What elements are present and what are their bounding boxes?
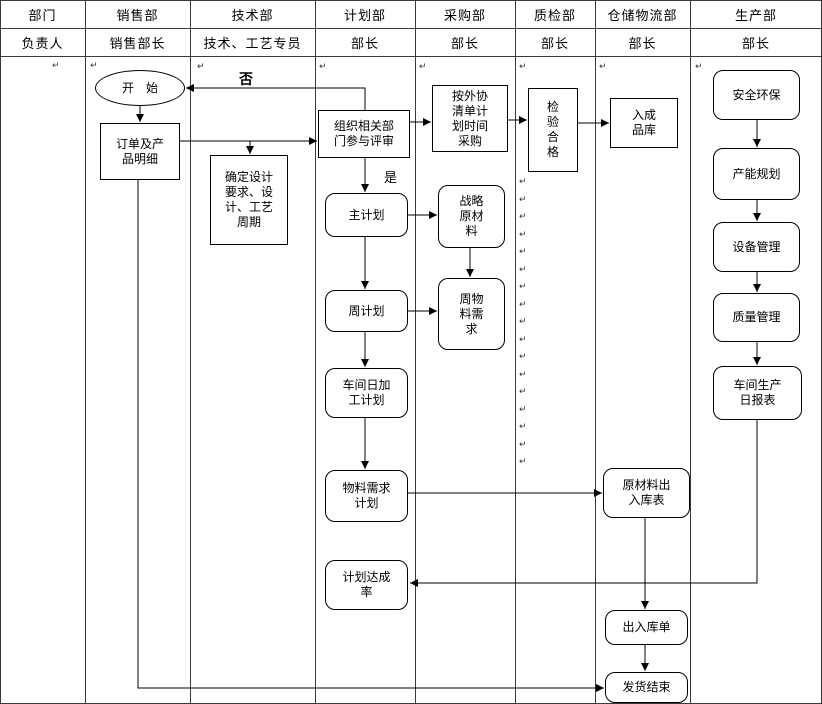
header-owner-sales: 销售部长: [109, 35, 166, 51]
flow-node-shipping-end[interactable]: 发货结束: [605, 672, 688, 703]
branch-label-no: 否: [239, 71, 253, 87]
flow-node-strategic-material[interactable]: 战略 原材 料: [438, 185, 505, 248]
header-dept-tech: 技术部: [231, 7, 274, 23]
flow-node-outsource-purchase[interactable]: 按外协 清单计 划时间 采购: [432, 85, 508, 152]
flow-node-plan-achievement-rate[interactable]: 计划达成 率: [325, 560, 408, 610]
flow-node-weekly-plan[interactable]: 周计划: [325, 290, 408, 332]
header-owner-tech: 技术、工艺专员: [203, 35, 302, 51]
header-owner-purchasing: 部长: [450, 35, 479, 51]
flow-node-inspection-pass[interactable]: 检 验 合 格: [528, 88, 578, 172]
flow-node-label: 周计划: [348, 303, 385, 318]
flow-node-daily-plan[interactable]: 车间日加 工计划: [325, 368, 408, 418]
flow-node-design-requirements[interactable]: 确定设计 要求、设 计、工艺 周期: [210, 155, 288, 245]
branch-label-yes: 是: [384, 170, 398, 185]
flow-node-label: 计划达成 率: [342, 570, 391, 599]
flow-node-io-slip[interactable]: 出入库单: [605, 610, 688, 645]
flow-node-raw-material-io-table[interactable]: 原材料出 入库表: [603, 468, 690, 518]
flow-node-start[interactable]: 开 始: [95, 70, 185, 106]
flow-node-quality-management[interactable]: 质量管理: [713, 293, 800, 342]
flow-node-label: 发货结束: [622, 680, 671, 694]
flow-node-label: 产能规划: [732, 166, 781, 181]
flow-node-label: 按外协 清单计 划时间 采购: [451, 88, 488, 148]
flow-node-label: 订单及产 品明细: [115, 136, 164, 166]
header-owner-warehouse: 部长: [628, 35, 657, 51]
header-owner-production: 部长: [741, 35, 770, 51]
flow-node-label: 安全环保: [732, 87, 781, 102]
flow-node-label: 战略 原材 料: [459, 194, 484, 238]
flow-node-label: 检 验 合 格: [546, 100, 559, 159]
header-owner-label: 负责人: [21, 35, 64, 51]
flow-node-label: 主计划: [348, 207, 385, 222]
flow-node-label: 入成 品库: [631, 108, 656, 137]
flow-node-master-plan[interactable]: 主计划: [325, 193, 408, 237]
flow-node-label: 确定设计 要求、设 计、工艺 周期: [224, 170, 273, 229]
flow-node-label: 车间生产 日报表: [733, 378, 782, 407]
header-dept-sales: 销售部: [116, 7, 159, 23]
header-dept-production: 生产部: [734, 7, 777, 23]
flow-node-equipment-management[interactable]: 设备管理: [713, 222, 800, 272]
flow-node-label: 周物 料需 求: [459, 291, 484, 336]
flow-node-material-requirement-plan[interactable]: 物料需求 计划: [325, 470, 408, 522]
flow-node-label: 车间日加 工计划: [342, 378, 391, 407]
flow-node-label: 设备管理: [732, 239, 781, 254]
flow-node-label: 组织相关部 门参与评审: [333, 119, 394, 148]
header-department-label: 部门: [28, 7, 57, 23]
header-owner-planning: 部长: [350, 35, 379, 51]
flow-node-finished-goods-warehouse[interactable]: 入成 品库: [610, 98, 678, 148]
flow-node-label: 质量管理: [732, 310, 781, 324]
flow-node-production-daily-report[interactable]: 车间生产 日报表: [713, 366, 802, 420]
flow-node-review[interactable]: 组织相关部 门参与评审: [318, 110, 410, 158]
flow-node-order-details[interactable]: 订单及产 品明细: [100, 123, 180, 180]
flow-node-label: 出入库单: [622, 620, 671, 634]
flow-node-label: 原材料出 入库表: [622, 478, 671, 507]
flow-node-label: 物料需求 计划: [342, 481, 391, 510]
header-dept-planning: 计划部: [343, 7, 386, 23]
header-owner-qc: 部长: [540, 35, 569, 51]
header-dept-warehouse: 仓储物流部: [607, 7, 678, 23]
flow-node-capacity-planning[interactable]: 产能规划: [713, 148, 800, 200]
flow-node-weekly-material-demand[interactable]: 周物 料需 求: [438, 278, 505, 350]
flow-node-safety-env[interactable]: 安全环保: [713, 70, 800, 120]
header-dept-qc: 质检部: [533, 7, 576, 23]
header-dept-purchasing: 采购部: [443, 7, 486, 23]
flow-node-label: 开 始: [121, 80, 158, 95]
